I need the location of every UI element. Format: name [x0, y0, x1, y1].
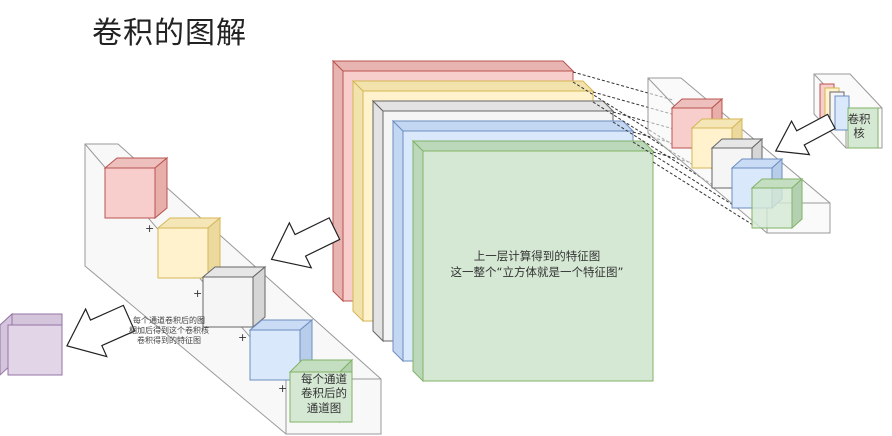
feature-map-caption-line-2: 这一整个“立方体就是一个特征图” [450, 265, 624, 279]
plus-sign-1: + [145, 222, 154, 235]
channel-caption: 每个通道 卷积后的 通道图 [292, 372, 356, 415]
arrow-feature-to-channels-icon [270, 217, 341, 269]
channel-cube-gray [201, 265, 267, 329]
kernel-caption: 卷积 核 [842, 112, 876, 141]
kernel-caption-line-1: 卷积 [847, 112, 871, 126]
feature-map-caption-line-1: 上一层计算得到的特征图 [473, 249, 601, 263]
channel-caption-line-3: 通道图 [306, 400, 342, 415]
diagram-title: 卷积的图解 [92, 16, 247, 51]
sum-caption-line-1: 每个通道卷积后的图 [133, 316, 205, 325]
kernel-caption-line-2: 核 [853, 126, 865, 141]
plus-sign-2: + [193, 287, 202, 300]
plus-sign-4: + [278, 382, 287, 395]
feature-map-stack [331, 59, 655, 383]
arrow-channels-to-output-icon [66, 304, 136, 358]
arrow-kernel-to-window-icon [774, 113, 836, 156]
sum-caption: 每个通道卷积后的图 相加后得到这个卷积核 卷积得到的特征图 [110, 316, 228, 346]
sum-caption-line-2: 相加后得到这个卷积核 [129, 326, 209, 335]
channel-cube-red [103, 156, 169, 220]
channel-cube-yellow [156, 216, 222, 280]
output-feature-cube [0, 312, 63, 376]
channel-caption-line-1: 每个通道 [301, 372, 347, 386]
feature-map-layer-green [411, 139, 655, 383]
channel-caption-line-2: 卷积后的 [301, 386, 347, 401]
plus-sign-3: + [238, 331, 247, 344]
channel-cube-green [288, 358, 354, 424]
sum-caption-line-3: 卷积得到的特征图 [137, 336, 201, 345]
window-cube-green [750, 177, 804, 230]
feature-map-caption: 上一层计算得到的特征图 这一整个“立方体就是一个特征图” [418, 248, 656, 280]
